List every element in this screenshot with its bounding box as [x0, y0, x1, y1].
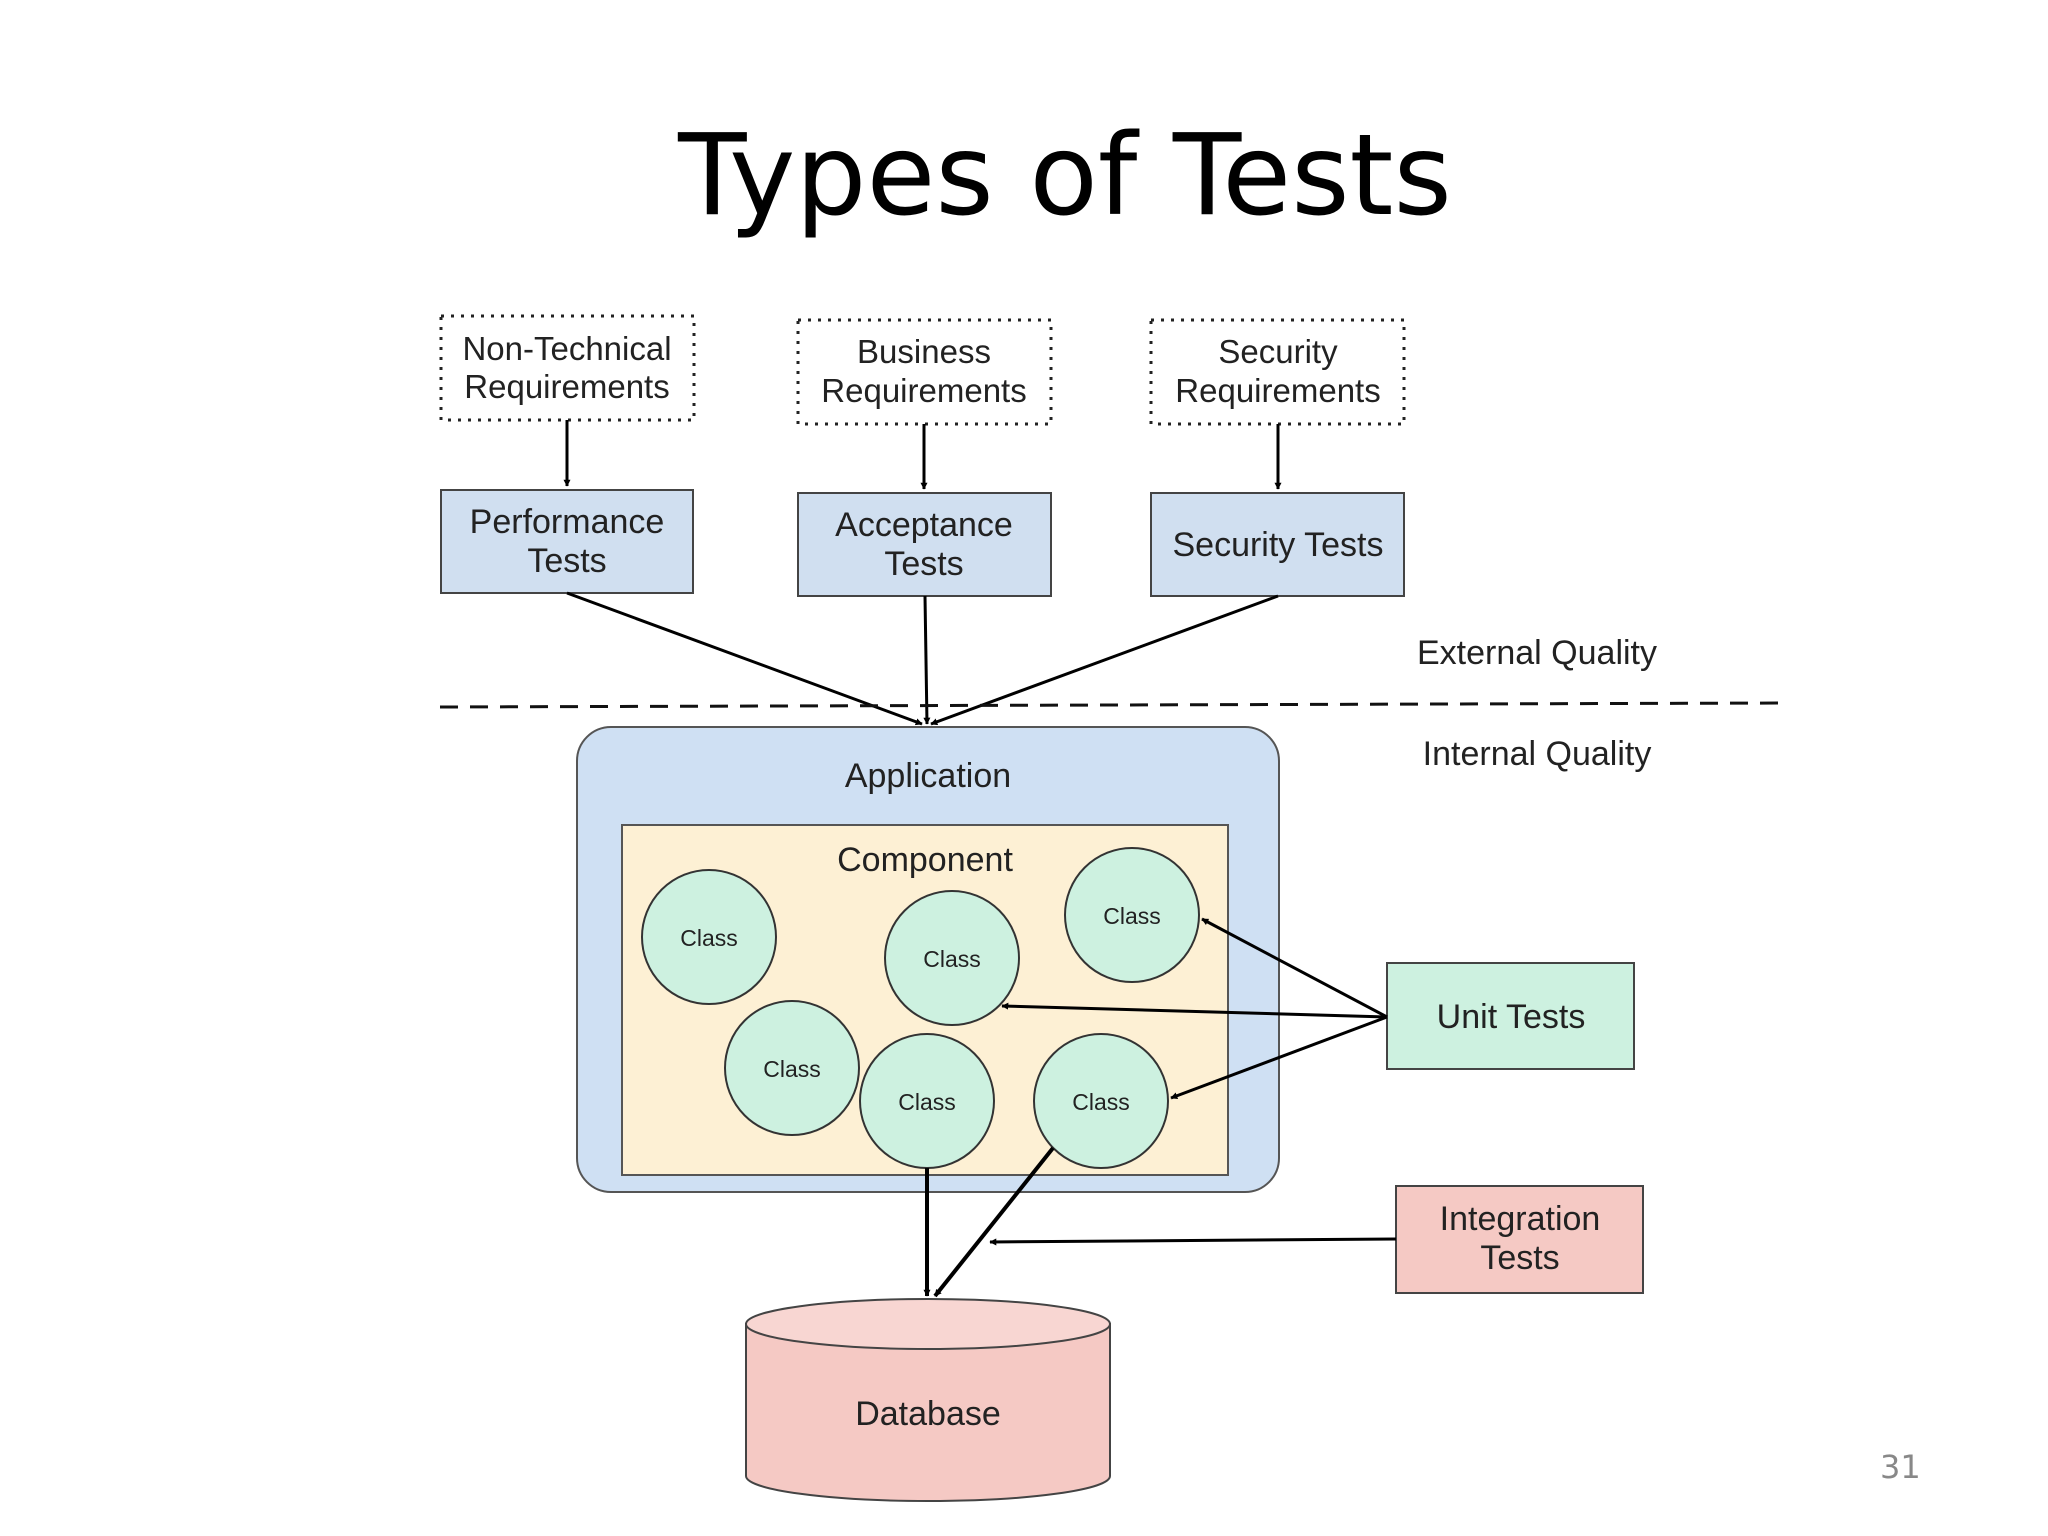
requirement-label-line2: Requirements [464, 368, 669, 405]
test-label-line2: Tests [527, 542, 606, 580]
arrow-performance-to-application [566, 591, 923, 726]
class-label: Class [680, 925, 738, 951]
requirement-label-line1: Security [1218, 333, 1338, 370]
arrow-unit-tests-to-class [1001, 1002, 1388, 1019]
arrow-security-to-application [930, 594, 1279, 726]
class-node: Class [1064, 847, 1200, 983]
application-label: Application [845, 757, 1011, 795]
arrow-integration-tests-to-connections [989, 1237, 1397, 1246]
slide-title: Types of Tests [678, 111, 1452, 241]
performance-tests-box: Performance Tests [440, 489, 694, 594]
test-label-line1: Acceptance [835, 506, 1013, 544]
arrow-unit-tests-to-class [1201, 917, 1388, 1019]
test-label-line2: Tests [884, 545, 963, 583]
requirement-box-business: Business Requirements [796, 318, 1053, 426]
page-number: 31 [1880, 1448, 1921, 1486]
class-label: Class [923, 946, 981, 972]
class-label: Class [898, 1089, 956, 1115]
database-cylinder: Database [745, 1298, 1111, 1502]
class-node: Class [884, 890, 1020, 1026]
requirement-label-line1: Business [857, 333, 991, 370]
external-quality-label: External Quality [1417, 634, 1657, 672]
arrow-acceptance-to-application [923, 595, 931, 725]
requirement-box-non-technical: Non-Technical Requirements [439, 314, 696, 422]
requirement-box-security: Security Requirements [1149, 318, 1406, 426]
class-node: Class [859, 1033, 995, 1169]
security-tests-box: Security Tests [1150, 492, 1405, 597]
class-node: Class [1033, 1033, 1169, 1169]
arrow-unit-tests-to-class [1170, 1015, 1388, 1100]
class-label: Class [1072, 1089, 1130, 1115]
requirement-label-line1: Non-Technical [462, 330, 671, 367]
integration-label-line2: Tests [1480, 1239, 1559, 1277]
class-label: Class [763, 1056, 821, 1082]
integration-tests-box: Integration Tests [1395, 1185, 1644, 1294]
unit-tests-label: Unit Tests [1437, 998, 1586, 1036]
requirement-label-line2: Requirements [1175, 372, 1380, 409]
component-label: Component [837, 841, 1013, 879]
class-label: Class [1103, 903, 1161, 929]
test-label-line1: Performance [470, 503, 665, 541]
class-node: Class [641, 869, 777, 1005]
test-label: Security Tests [1172, 526, 1383, 564]
arrow-class-to-database [933, 1146, 1055, 1298]
quality-boundary-line [439, 701, 1786, 709]
class-node: Class [724, 1000, 860, 1136]
internal-quality-label: Internal Quality [1423, 735, 1652, 773]
acceptance-tests-box: Acceptance Tests [797, 492, 1052, 597]
requirement-label-line2: Requirements [821, 372, 1026, 409]
unit-tests-box: Unit Tests [1386, 962, 1635, 1070]
database-label: Database [855, 1395, 1001, 1433]
integration-label-line1: Integration [1440, 1200, 1601, 1238]
